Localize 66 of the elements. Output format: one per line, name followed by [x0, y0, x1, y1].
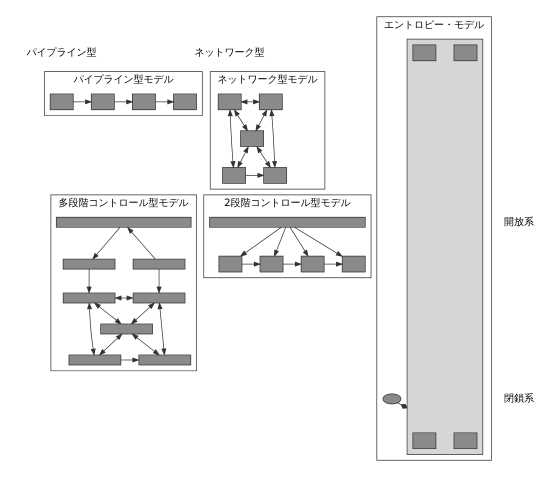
arrow [86, 302, 96, 356]
node-box [90, 94, 114, 110]
arrow [98, 333, 122, 356]
arrow [254, 109, 267, 132]
node-bar [62, 292, 115, 304]
arrow [239, 227, 281, 257]
arrow [274, 227, 286, 258]
node-box [453, 432, 477, 450]
cluster: 多段階コントロール型モデル [50, 194, 196, 372]
arrow [130, 302, 155, 325]
arrow [93, 302, 122, 325]
arrow [289, 227, 308, 257]
arrow [126, 226, 156, 260]
node-box [259, 256, 283, 272]
cluster [406, 38, 483, 455]
node-box [341, 256, 366, 272]
cluster: エントロピー・モデル [376, 16, 492, 461]
arrow [120, 357, 140, 363]
node-box [412, 432, 436, 450]
arrow [227, 108, 235, 168]
node-box [453, 44, 477, 62]
node-box [240, 130, 264, 147]
arrow [92, 227, 120, 260]
node-box [258, 94, 282, 110]
node-bar [208, 216, 366, 228]
node-box [222, 167, 246, 184]
node-box [132, 94, 156, 110]
node-box [218, 256, 242, 272]
node-box [217, 94, 242, 110]
cluster: 2段階コントロール型モデル [202, 194, 371, 278]
arrow [130, 333, 160, 356]
node-box [412, 44, 436, 62]
arrow [72, 99, 92, 104]
arrow [114, 295, 134, 301]
node-box [172, 94, 196, 110]
arrow [114, 99, 133, 104]
node-bar [138, 354, 191, 366]
connector [396, 402, 408, 409]
arrow [156, 268, 162, 294]
node-bar [62, 258, 115, 270]
node-box [49, 94, 74, 110]
arrow [241, 262, 261, 267]
cluster: ネットワーク型モデル [209, 71, 325, 190]
label: パイプライン型 [26, 48, 96, 58]
arrow [157, 302, 166, 356]
node-box [300, 256, 324, 272]
node-box [262, 167, 287, 184]
arrow [154, 99, 174, 104]
arrow [294, 227, 343, 257]
node-bar [55, 216, 191, 228]
node-bar [132, 292, 185, 304]
arrow [236, 146, 248, 168]
node-bar [68, 354, 121, 366]
arrow [86, 268, 92, 294]
arrow [256, 146, 270, 168]
arrow [244, 172, 264, 178]
arrow [233, 109, 248, 132]
node-bar [132, 258, 185, 270]
arrow [268, 108, 277, 168]
node-bar [100, 324, 152, 334]
arrow [323, 262, 343, 267]
arrow [282, 262, 302, 267]
label: ネットワーク型 [194, 48, 264, 58]
cluster: パイプライン型モデル [44, 71, 202, 116]
label: 開放系 [503, 216, 534, 228]
label: 閉鎖系 [503, 394, 534, 405]
